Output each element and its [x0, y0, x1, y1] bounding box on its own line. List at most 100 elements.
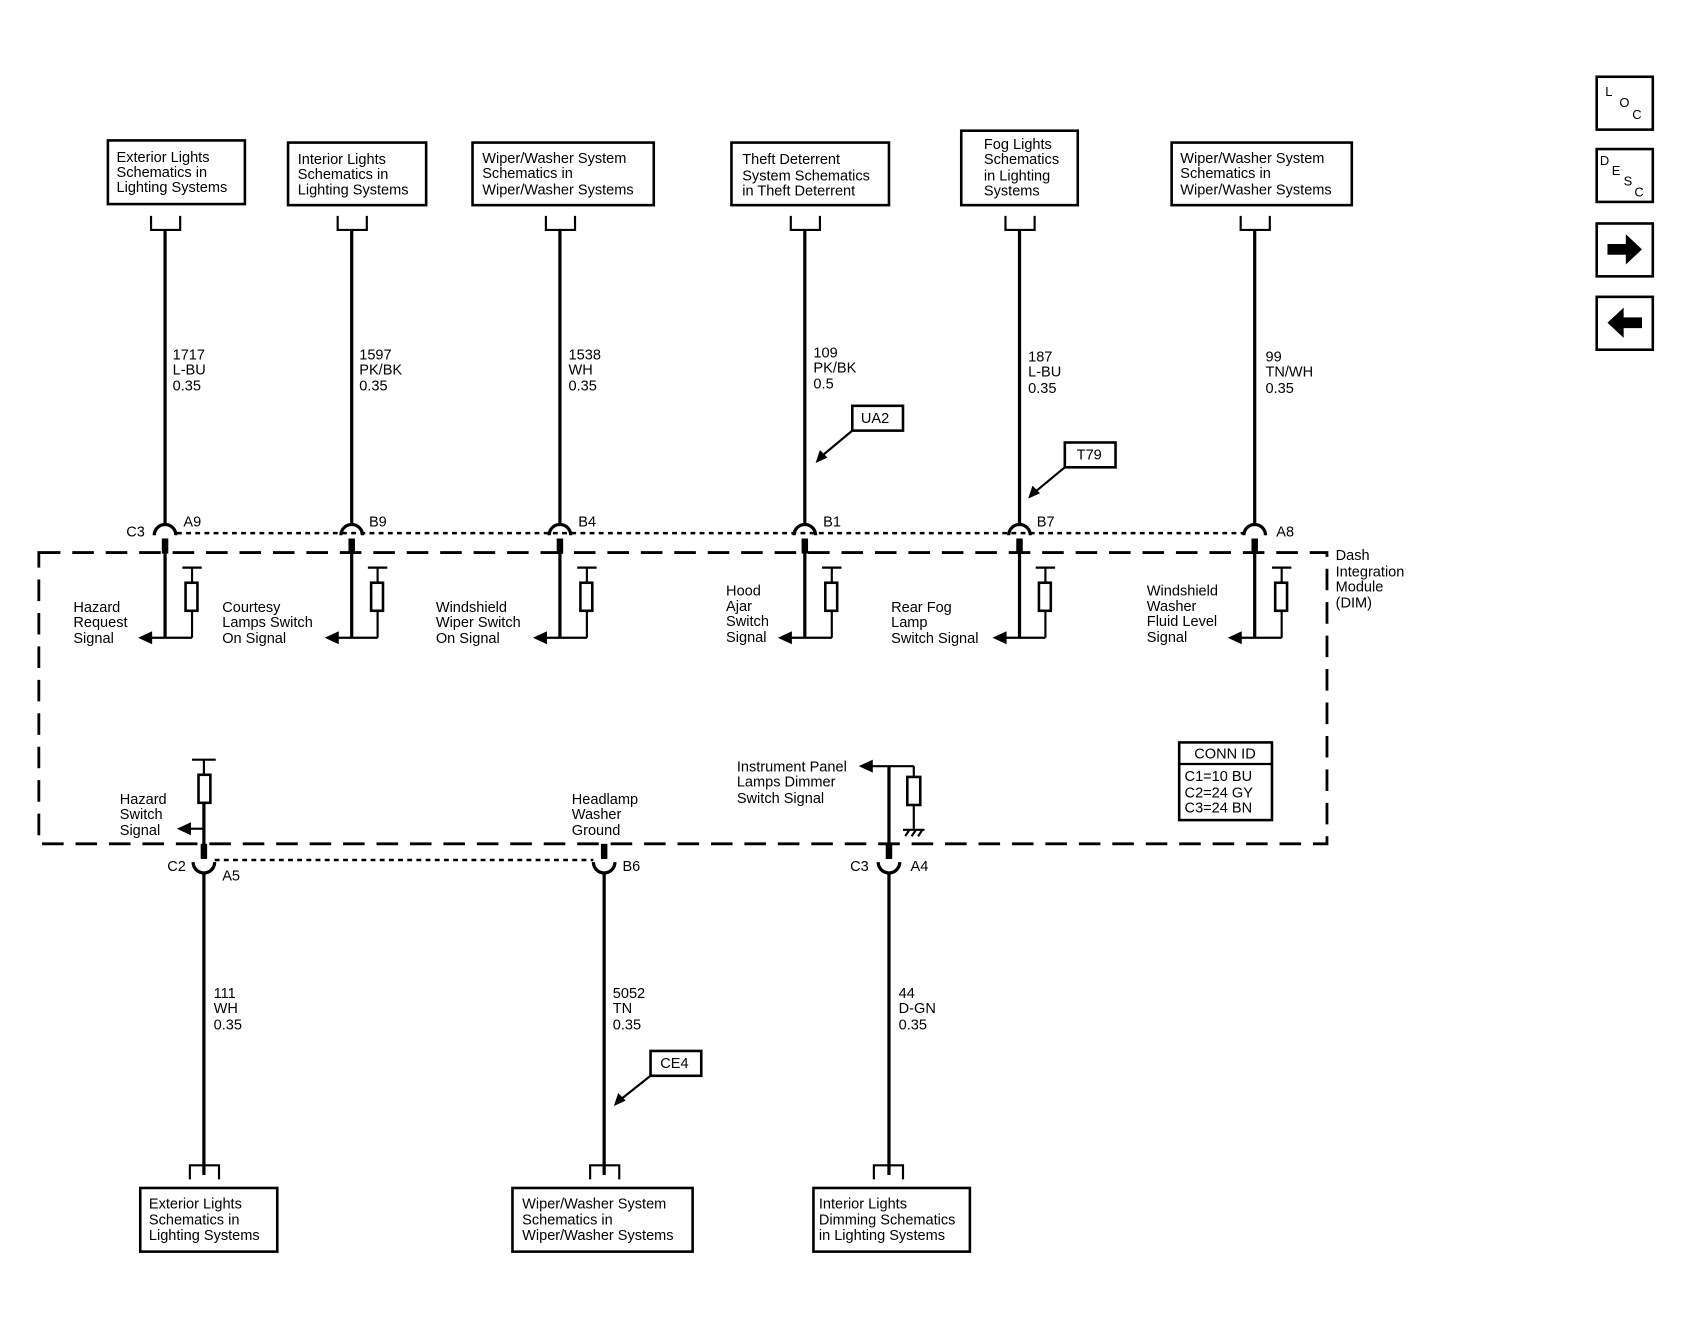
internal-signals-bottom: Hazard Switch Signal Headlamp Washer Gro…	[120, 758, 925, 859]
arrow-left-icon	[324, 631, 339, 645]
pin-label: B6	[622, 859, 640, 875]
signal-circuit-courtesy-lamps: Courtesy Lamps Switch On Signal	[222, 538, 388, 647]
ref-line: in Theft Deterrent	[742, 183, 855, 199]
ref-box-wiper-washer-bottom[interactable]: Wiper/Washer System Schematics in Wiper/…	[511, 1186, 694, 1253]
arrow-left-icon	[858, 759, 873, 773]
ref-box-interior-dimming[interactable]: Interior Lights Dimming Schematics in Li…	[812, 1186, 972, 1253]
signal-label: Request	[73, 615, 127, 631]
ref-line: Schematics in	[298, 167, 389, 183]
ref-line: in Lighting	[984, 168, 1050, 184]
arrow-icon	[613, 1093, 626, 1106]
wire-label-1538: 1538 WH 0.35	[569, 347, 601, 394]
wire-gauge: 0.35	[569, 379, 597, 395]
signal-label: Switch Signal	[891, 631, 978, 647]
resistor-icon	[184, 581, 199, 613]
resistor-icon	[197, 773, 212, 805]
signal-label: Windshield	[436, 600, 507, 616]
wire-color: WH	[569, 363, 593, 379]
ref-line: Wiper/Washer System	[482, 151, 626, 167]
resistor-icon	[824, 581, 839, 613]
signal-label: Hazard	[120, 792, 167, 808]
ref-line: Exterior Lights	[117, 150, 210, 166]
signal-circuit-windshield-wiper: Windshield Wiper Switch On Signal	[436, 538, 597, 647]
desc-button[interactable]: D E S C	[1595, 147, 1655, 204]
circuit-number: 99	[1265, 350, 1281, 366]
ref-box-theft-deterrent[interactable]: Theft Deterrent System Schematics in The…	[730, 141, 891, 207]
option-code: T79	[1077, 448, 1102, 464]
circuit-number: 109	[813, 345, 837, 361]
forward-button[interactable]	[1595, 222, 1655, 278]
ground-icon	[902, 828, 925, 837]
connector-label: C3	[126, 524, 145, 540]
signal-label: Windshield	[1147, 584, 1218, 600]
wire-label-111: 111 WH 0.35	[214, 986, 242, 1033]
arrow-left-icon	[992, 631, 1007, 645]
resistor-icon	[579, 581, 594, 613]
bottom-reference-boxes: Exterior Lights Schematics in Lighting S…	[138, 1186, 972, 1253]
signal-label: Fluid Level	[1147, 614, 1217, 630]
conn-id-row: C1=10 BU	[1185, 769, 1253, 785]
nav-letter: L	[1605, 84, 1612, 99]
arrow-icon	[815, 450, 828, 463]
wire-label-1717: 1717 L-BU 0.35	[173, 347, 206, 394]
signal-label: Hood	[726, 584, 761, 600]
signal-label: Washer	[572, 807, 622, 823]
connector-label: C2	[167, 859, 186, 875]
ref-line: Lighting Systems	[298, 182, 409, 198]
nav-letter: S	[1624, 174, 1633, 189]
wire-gauge: 0.35	[173, 379, 201, 395]
resistor-icon	[1273, 581, 1289, 613]
option-callout-t79[interactable]: T79	[1028, 441, 1117, 499]
arrow-right-icon	[1607, 234, 1643, 265]
signal-label: Headlamp	[572, 792, 638, 808]
ref-box-fog-lights[interactable]: Fog Lights Schematics in Lighting System…	[959, 129, 1080, 207]
pin-label: A8	[1276, 524, 1294, 540]
top-reference-boxes: Exterior Lights Schematics in Lighting S…	[106, 129, 1354, 207]
signal-label: Signal	[726, 630, 766, 646]
top-wires: 1717 L-BU 0.35 1597 PK/BK 0.35 1538 WH 0…	[149, 215, 1313, 526]
circuit-number: 44	[899, 986, 915, 1002]
wire-label-44: 44 D-GN 0.35	[899, 986, 936, 1033]
resistor-icon	[1037, 581, 1053, 613]
ref-line: Wiper/Washer System	[1180, 151, 1324, 167]
signal-label: Hazard	[73, 600, 120, 616]
arrow-icon	[1028, 485, 1041, 499]
signal-label: Rear Fog	[891, 600, 952, 616]
signal-label: Instrument Panel	[737, 760, 847, 776]
ref-line: Dimming Schematics	[819, 1213, 956, 1229]
ref-line: Schematics in	[522, 1213, 613, 1229]
ref-box-exterior-lights-bottom[interactable]: Exterior Lights Schematics in Lighting S…	[138, 1186, 279, 1253]
module-name-line: Dash	[1336, 548, 1370, 564]
wire-color: PK/BK	[813, 360, 856, 376]
signal-label: Ajar	[726, 599, 752, 615]
wire-gauge: 0.35	[613, 1017, 641, 1033]
arrow-left-icon	[138, 631, 153, 645]
connector-label: C3	[850, 859, 869, 875]
circuit-number: 1538	[569, 347, 601, 363]
loc-button[interactable]: L O C	[1595, 75, 1655, 131]
nav-letter: D	[1600, 153, 1609, 168]
wire-gauge: 0.35	[359, 379, 387, 395]
pin-label: B7	[1037, 515, 1055, 531]
pin-label: A4	[911, 859, 929, 875]
option-callout-ua2[interactable]: UA2	[815, 404, 905, 463]
ref-line: Systems	[984, 183, 1040, 199]
ref-line: Wiper/Washer System	[522, 1196, 666, 1212]
pin-label: A5	[222, 869, 240, 885]
module-name-line: Integration	[1336, 564, 1405, 580]
ref-line: Interior Lights	[298, 152, 386, 168]
nav-letter: E	[1612, 163, 1621, 178]
ref-box-interior-lights[interactable]: Interior Lights Schematics in Lighting S…	[286, 141, 428, 207]
ref-line: Schematics in	[117, 165, 208, 181]
pin-label: B4	[578, 515, 596, 531]
ref-line: Lighting Systems	[149, 1228, 260, 1244]
back-button[interactable]	[1595, 295, 1655, 352]
ref-line: Schematics in	[1180, 166, 1271, 182]
ref-box-wiper-washer[interactable]: Wiper/Washer System Schematics in Wiper/…	[471, 141, 656, 207]
option-callout-ce4[interactable]: CE4	[613, 1049, 703, 1106]
arrow-left-icon	[176, 822, 191, 836]
ref-box-wiper-washer-2[interactable]: Wiper/Washer System Schematics in Wiper/…	[1170, 141, 1354, 207]
ref-box-exterior-lights[interactable]: Exterior Lights Schematics in Lighting S…	[106, 139, 247, 206]
ref-line: in Lighting Systems	[819, 1228, 945, 1244]
